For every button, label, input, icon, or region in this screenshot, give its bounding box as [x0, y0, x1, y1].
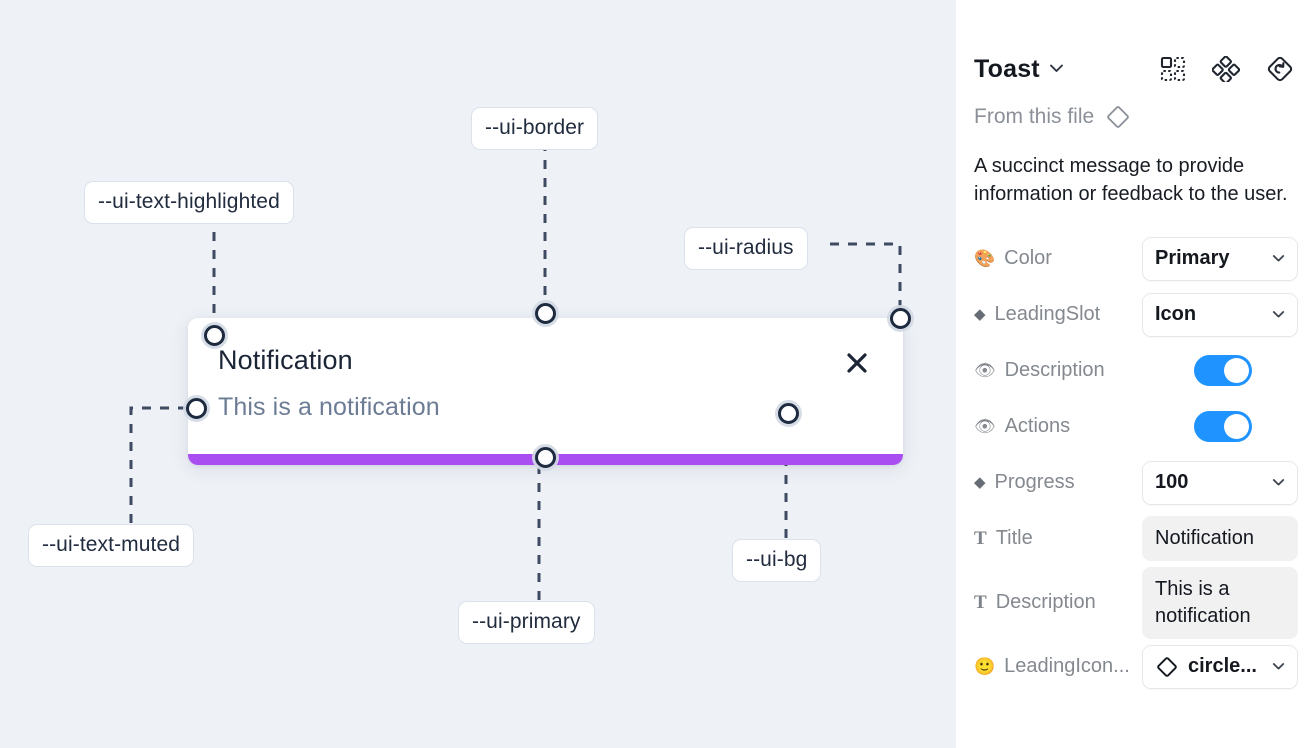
toggle-knob — [1224, 414, 1249, 440]
diamond-icon — [1155, 655, 1179, 679]
anchor-dot-radius[interactable] — [890, 308, 911, 329]
palette-emoji-icon: 🎨 — [974, 249, 996, 269]
text-icon: T — [974, 592, 987, 614]
property-rows: 🎨 Color Primary — [974, 231, 1298, 695]
label-text: Description — [1004, 359, 1105, 382]
label-text: Description — [995, 591, 1096, 614]
title-input[interactable]: Notification — [1142, 516, 1298, 562]
diamond-icon — [1105, 104, 1131, 130]
properties-panel: Toast — [956, 0, 1312, 748]
smiley-emoji-icon: 🙂 — [974, 657, 996, 677]
property-label-actions: 👁 Actions — [974, 415, 1142, 438]
label-text: Title — [995, 527, 1033, 550]
eye-emoji-icon: 👁 — [974, 417, 996, 437]
anchor-dot-bg[interactable] — [778, 403, 799, 424]
close-icon[interactable] — [844, 350, 870, 376]
from-this-file-label: From this file — [974, 105, 1095, 128]
annotation-pill-ui-border[interactable]: --ui-border — [471, 107, 599, 150]
text-icon: T — [974, 528, 987, 550]
label-text: LeadingSlot — [994, 303, 1101, 326]
header-icon-group — [1160, 55, 1294, 83]
property-row-description-visibility: 👁 Description — [974, 343, 1294, 399]
leadingslot-select[interactable]: Icon — [1142, 292, 1298, 337]
property-row-title: T Title Notification — [974, 511, 1298, 567]
label-text: Actions — [1004, 415, 1071, 438]
annotation-pill-ui-text-highlighted[interactable]: --ui-text-highlighted — [84, 181, 294, 224]
property-row-color: 🎨 Color Primary — [974, 231, 1298, 287]
chevron-down-icon — [1272, 658, 1285, 675]
annotation-pill-ui-bg[interactable]: --ui-bg — [732, 539, 822, 582]
chevron-down-icon[interactable] — [1049, 60, 1064, 78]
diamond-icon: ◆ — [974, 474, 986, 492]
from-this-file-row[interactable]: From this file — [974, 104, 1294, 130]
annotation-pill-ui-primary[interactable]: --ui-primary — [458, 601, 595, 644]
chevron-down-icon — [1272, 306, 1285, 323]
property-label-description-text: T Description — [974, 591, 1142, 614]
toast-description: This is a notification — [218, 393, 440, 421]
anchor-dot-text-muted[interactable] — [186, 398, 207, 419]
property-label-title: T Title — [974, 527, 1142, 550]
design-canvas[interactable]: Notification This is a notification --ui… — [0, 0, 956, 748]
label-text: LeadingIcon... — [1004, 655, 1130, 678]
leadingicon-select[interactable]: circle... — [1142, 644, 1298, 689]
property-label-leadingicon: 🙂 LeadingIcon... — [974, 655, 1142, 678]
reset-instance-icon[interactable] — [1266, 55, 1294, 83]
color-select[interactable]: Primary — [1142, 236, 1298, 281]
property-label-leadingslot: ◆ LeadingSlot — [974, 303, 1142, 326]
chevron-down-icon — [1272, 474, 1285, 491]
property-row-description-text: T Description This is a notification — [974, 566, 1298, 639]
component-set-icon[interactable] — [1160, 56, 1186, 82]
property-label-progress: ◆ Progress — [974, 471, 1142, 494]
property-row-progress: ◆ Progress 100 — [974, 455, 1298, 511]
annotation-pill-ui-text-muted[interactable]: --ui-text-muted — [28, 524, 195, 567]
eye-emoji-icon: 👁 — [974, 361, 996, 381]
chevron-down-icon — [1272, 250, 1285, 267]
component-description: A succinct message to provide informatio… — [974, 155, 1288, 206]
panel-header: Toast — [974, 40, 1294, 98]
toggle-knob — [1224, 358, 1249, 384]
label-text: Progress — [994, 471, 1075, 494]
component-name[interactable]: Toast — [974, 54, 1040, 83]
toast-title: Notification — [218, 345, 353, 375]
property-label-description: 👁 Description — [974, 359, 1142, 382]
anchor-dot-text-highlighted[interactable] — [204, 325, 225, 346]
description-input[interactable]: This is a notification — [1142, 566, 1298, 639]
progress-select[interactable]: 100 — [1142, 460, 1298, 505]
toast-component[interactable]: Notification This is a notification — [188, 318, 903, 465]
anchor-dot-primary[interactable] — [535, 447, 556, 468]
property-row-actions-visibility: 👁 Actions — [974, 399, 1294, 455]
property-row-leadingslot: ◆ LeadingSlot Icon — [974, 287, 1298, 343]
diamond-icon: ◆ — [974, 306, 986, 324]
annotation-pill-ui-radius[interactable]: --ui-radius — [684, 227, 808, 270]
actions-toggle[interactable] — [1194, 411, 1252, 443]
description-toggle[interactable] — [1194, 355, 1252, 387]
variants-icon[interactable] — [1212, 56, 1240, 82]
anchor-dot-border[interactable] — [535, 303, 556, 324]
property-label-color: 🎨 Color — [974, 247, 1142, 270]
property-row-leadingicon: 🙂 LeadingIcon... circle... — [974, 639, 1298, 695]
label-text: Color — [1004, 247, 1052, 270]
